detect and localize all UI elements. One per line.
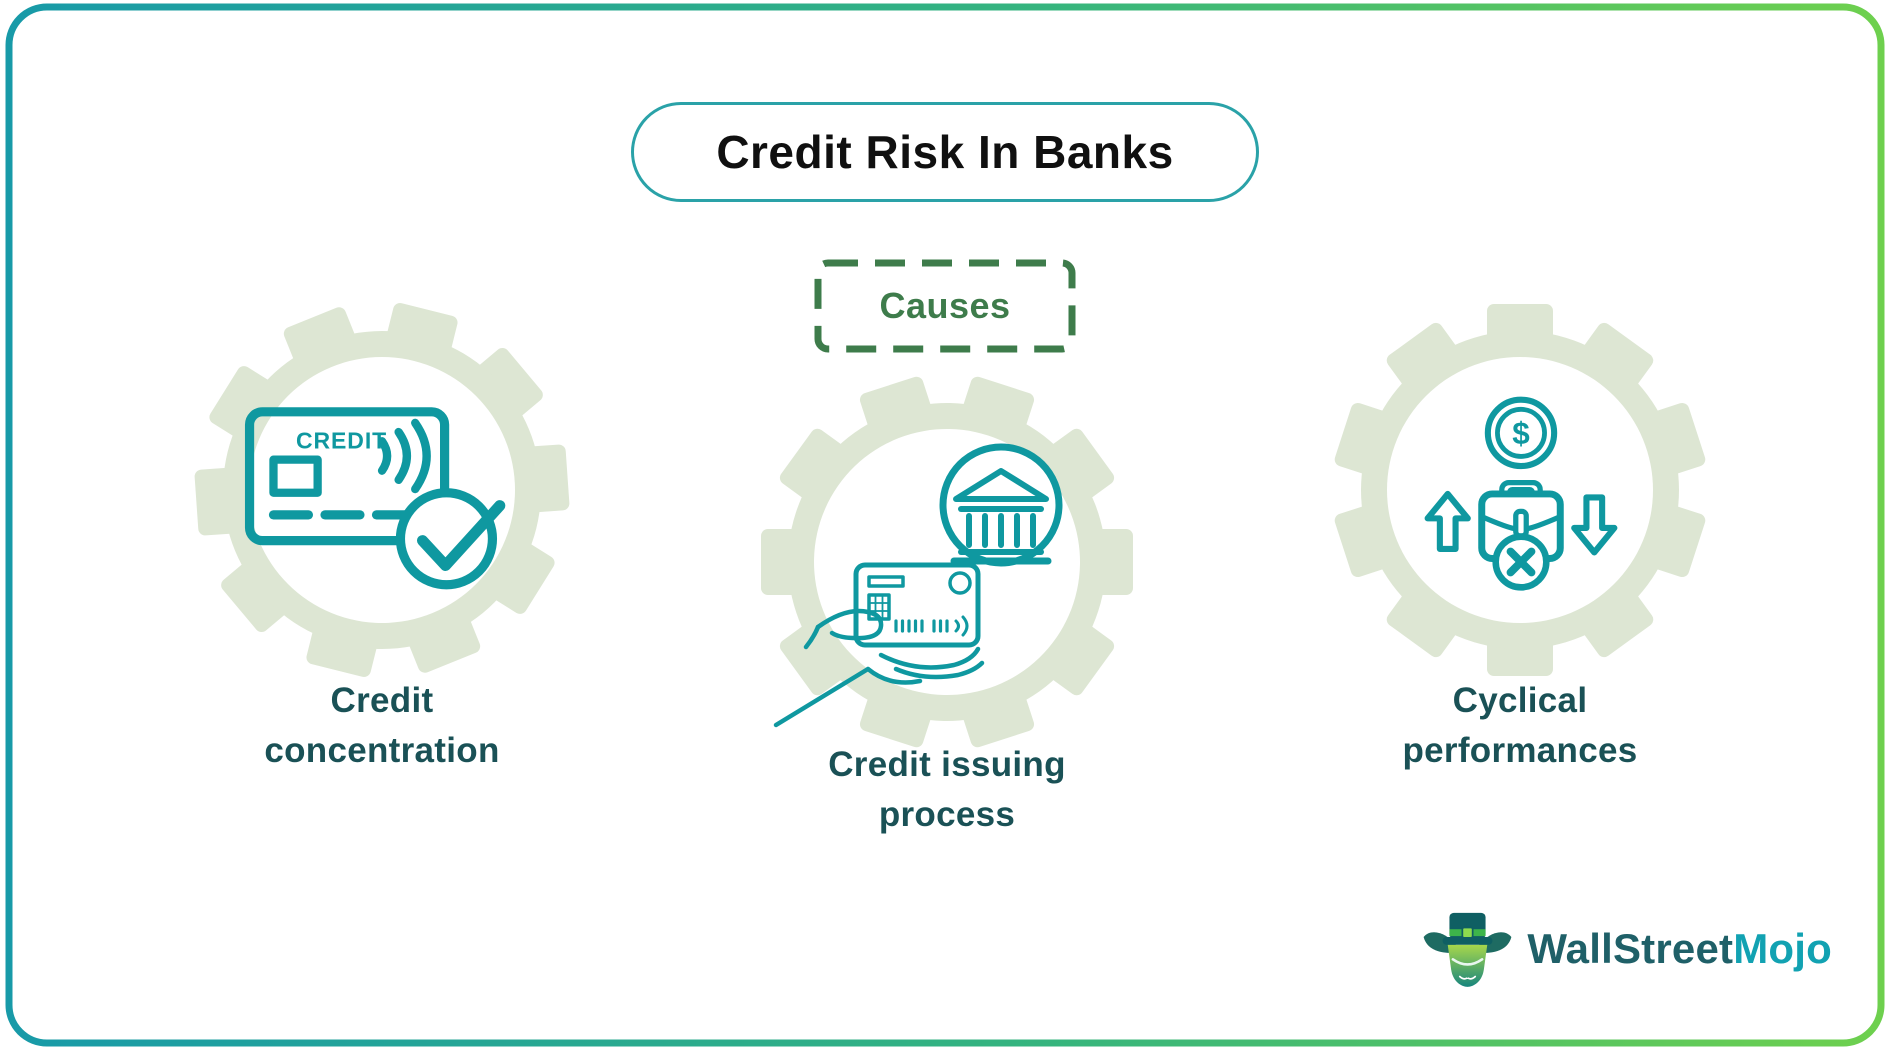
- briefcase-arrows-coin-icon: $: [1424, 396, 1618, 591]
- card-text: CREDIT: [296, 428, 387, 454]
- credit-card-check-icon: CREDIT: [244, 407, 506, 590]
- hand-holding-card-bank-icon: [773, 443, 1063, 728]
- title-pill: Credit Risk In Banks: [631, 102, 1259, 202]
- bank-icon: [939, 443, 1063, 567]
- cause-label-cyclical-performances: Cyclical performances: [1402, 681, 1638, 770]
- hand-icon: [773, 608, 985, 728]
- causes-box: Causes: [813, 258, 1077, 354]
- cause-label-credit-concentration: Credit concentration: [264, 681, 500, 770]
- up-arrow-icon: [1424, 490, 1471, 552]
- dollar-symbol: $: [1512, 416, 1530, 451]
- dashed-border: [814, 259, 1076, 353]
- page-title: Credit Risk In Banks: [716, 126, 1174, 178]
- check-circle: [395, 488, 498, 590]
- wallstreetmojo-logo: WallStreetMojo: [1420, 906, 1832, 992]
- down-arrow-icon: [1571, 494, 1618, 556]
- wallstreetmojo-wordmark: WallStreetMojo: [1527, 925, 1832, 973]
- wordmark-part2: Mojo: [1733, 925, 1832, 972]
- cause-label-credit-issuing-process: Credit issuing process: [828, 745, 1066, 834]
- wordmark-part1: WallStreet: [1527, 925, 1734, 972]
- check-mark: [417, 500, 506, 571]
- bull-logo-icon: [1424, 912, 1512, 987]
- coin-dollar-icon: $: [1484, 396, 1558, 470]
- causes-label: Causes: [879, 285, 1011, 326]
- x-circle-icon: [1492, 533, 1550, 591]
